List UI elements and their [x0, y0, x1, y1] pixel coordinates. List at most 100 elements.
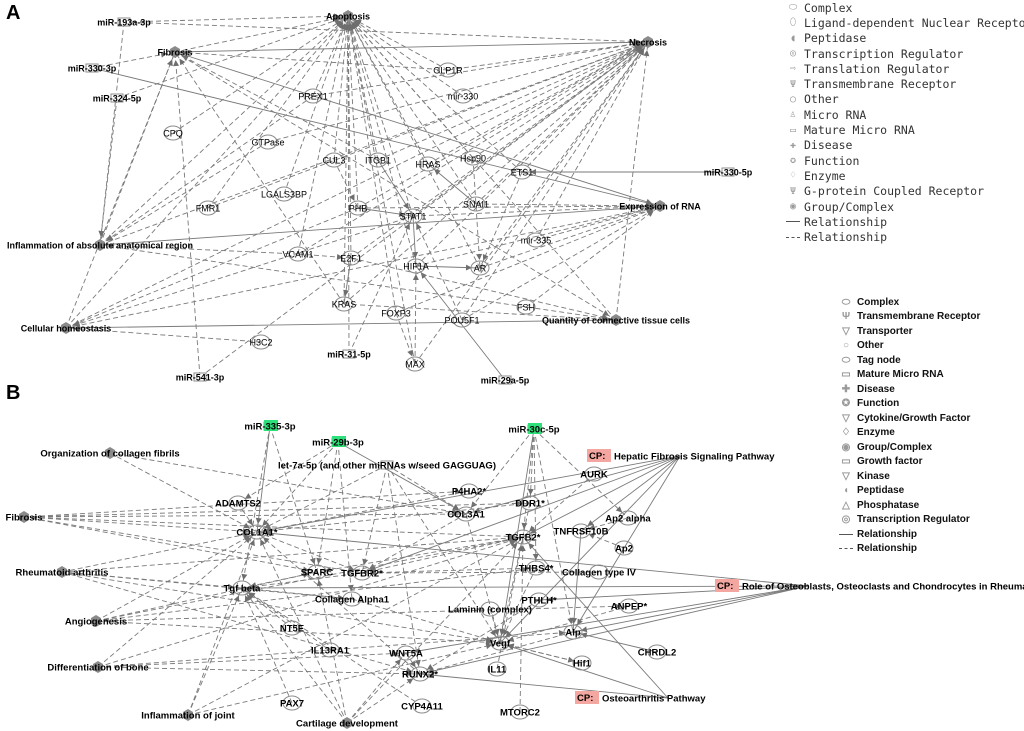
node-cyp4a11[interactable]: CYP4A11 — [401, 698, 444, 714]
node-il11[interactable]: IL11 — [487, 661, 507, 677]
node-ar[interactable]: AR — [470, 260, 490, 276]
relationship-edge — [572, 530, 582, 633]
node-ddr1[interactable]: DDR1* — [515, 495, 545, 511]
node-expression-rna[interactable]: Expression of RNA — [619, 200, 701, 212]
node-angiogenesis[interactable]: Angiogenesis — [65, 615, 127, 628]
legend-item: Relationship — [839, 527, 980, 542]
legend-item-label: Enzyme — [804, 168, 846, 183]
node-adamts2[interactable]: ADAMTS2 — [215, 495, 261, 511]
node-hif1a[interactable]: HIF1A — [403, 258, 429, 274]
node-pthlh[interactable]: PTHLH* — [521, 592, 557, 608]
node-chrdl2[interactable]: CHRDL2 — [638, 644, 677, 660]
node-fibrosis-b[interactable]: Fibrosis — [6, 511, 43, 524]
node-foxp3[interactable]: FOXP3 — [381, 305, 411, 321]
node-rheumatoid[interactable]: Rheumatoid arthritis — [16, 566, 109, 579]
node-nt5e[interactable]: NT5E — [280, 620, 304, 636]
node-mir541[interactable]: miR-541-3p — [176, 372, 225, 383]
node-collagen-alpha1[interactable]: Collagen Alpha1 — [315, 591, 390, 607]
node-cp-hepatic[interactable]: CP:Hepatic Fibrosis Signaling Pathway — [587, 449, 775, 463]
node-mir29b[interactable]: miR-29b-3p — [312, 436, 364, 449]
node-col3a1[interactable]: COL3A1 — [447, 506, 485, 522]
node-hras[interactable]: HRAS — [415, 156, 441, 172]
edge-arrowhead — [167, 59, 173, 67]
node-wnt5a[interactable]: WNT5A — [389, 645, 423, 661]
node-necrosis[interactable]: Necrosis — [629, 36, 667, 48]
node-inflammation[interactable]: Inflammation of absolute anatomical regi… — [7, 239, 193, 251]
edge-arrowhead — [347, 565, 355, 571]
node-aurk[interactable]: AURK — [580, 466, 608, 482]
node-hif1[interactable]: Hif1 — [572, 655, 592, 671]
node-ets1[interactable]: ETS1 — [511, 164, 534, 180]
edge-arrowhead — [394, 659, 401, 666]
node-col1a1[interactable]: COL1A1* — [236, 524, 278, 540]
node-mir335-3p[interactable]: miR-335-3p — [244, 420, 296, 433]
node-tgf-beta[interactable]: Tgf beta — [224, 580, 262, 596]
node-org-collagen[interactable]: Organization of collagen fibrils — [40, 447, 180, 460]
node-mir31[interactable]: miR-31-5p — [327, 349, 371, 360]
node-cp-oa[interactable]: CP:Osteoarthritis Pathway — [575, 691, 706, 705]
node-runx2[interactable]: RUNX2* — [402, 666, 438, 682]
edge-arrowhead — [347, 23, 354, 31]
node-max[interactable]: MAX — [405, 356, 425, 372]
node-vcam1[interactable]: VCAM1 — [282, 246, 314, 262]
node-h3c2[interactable]: H3C2 — [249, 334, 273, 350]
node-itgb1[interactable]: ITGB1 — [365, 152, 391, 168]
node-mir29a[interactable]: miR-29a-5p — [481, 375, 530, 386]
node-mir324[interactable]: miR-324-5p — [93, 93, 142, 104]
node-tgfb2[interactable]: TGFB2* — [506, 529, 541, 545]
node-mir330[interactable]: mir-330 — [448, 88, 479, 104]
node-label: PHB — [349, 204, 368, 214]
node-hsp90[interactable]: Hsp90 — [460, 150, 486, 166]
edge-arrowhead — [521, 566, 529, 573]
node-sparc[interactable]: SPARC — [301, 564, 334, 580]
node-cellular-homeostasis[interactable]: Cellular homeostasis — [21, 322, 112, 334]
node-snai1[interactable]: SNAI1 — [463, 196, 489, 212]
node-apoptosis[interactable]: Apoptosis — [326, 10, 370, 22]
node-mtorc2[interactable]: MTORC2 — [500, 704, 540, 720]
node-mir335[interactable]: mir-335 — [521, 232, 552, 248]
node-fibrosis[interactable]: Fibrosis — [157, 46, 193, 58]
node-mir330-5p[interactable]: miR-330-5p — [704, 167, 753, 178]
edge-arrowhead — [420, 272, 427, 279]
node-cartilage[interactable]: Cartilage development — [296, 717, 399, 730]
node-e2f1[interactable]: E2F1 — [340, 250, 362, 266]
node-tgfbr2[interactable]: TGFBR2* — [341, 565, 383, 581]
disease-icon: ✚ — [841, 383, 851, 395]
node-cul3[interactable]: CUL3 — [322, 152, 346, 168]
node-cpq[interactable]: CPQ — [163, 125, 183, 141]
node-fmr1[interactable]: FMR1 — [196, 200, 221, 216]
node-vegf[interactable]: Vegf — [490, 635, 511, 651]
node-mir30c[interactable]: miR-30c-5p — [508, 423, 560, 436]
node-p4ha2[interactable]: P4HA2* — [452, 483, 487, 499]
node-gtpase[interactable]: GTPase — [251, 134, 285, 150]
node-let7a[interactable]: let-7a-5p (and other miRNAs w/seed GAGGU… — [278, 460, 496, 472]
node-inflammation-joint[interactable]: Inflammation of joint — [141, 709, 236, 722]
node-pou5f1[interactable]: POU5F1 — [444, 312, 480, 328]
node-kras[interactable]: KRAS — [332, 296, 357, 312]
node-ap2[interactable]: Ap2 — [614, 540, 634, 556]
mirna-highlight — [528, 423, 542, 434]
node-anpep[interactable]: ANPEP* — [611, 598, 648, 614]
node-glp1r[interactable]: GLP1R — [433, 62, 463, 78]
node-diff-bone[interactable]: Differentiation of bone — [47, 661, 149, 674]
relationship-edge — [316, 536, 524, 573]
node-laminin[interactable]: Laminin (complex) — [448, 601, 532, 617]
node-stat1[interactable]: STAT1 — [400, 208, 427, 224]
node-lgals3bp[interactable]: LGALS3BP — [261, 186, 307, 202]
node-phb[interactable]: PHB — [348, 200, 368, 216]
node-cp-osteo[interactable]: CP:Role of Osteoblasts, Osteoclasts and … — [715, 579, 1024, 593]
node-label: HRAS — [415, 160, 440, 170]
node-pax7[interactable]: PAX7 — [280, 695, 304, 711]
node-alp[interactable]: Alp — [563, 624, 583, 640]
node-thbs4[interactable]: THBS4* — [519, 560, 554, 576]
node-ap2alpha[interactable]: Ap2 alpha — [605, 510, 651, 526]
node-il13ra1[interactable]: IL13RA1 — [311, 642, 350, 658]
node-tnfrsf10b[interactable]: TNFRSF10B — [554, 523, 609, 539]
node-fsh[interactable]: FSH — [516, 299, 536, 315]
node-mir330-3p[interactable]: miR-330-3p — [68, 63, 117, 74]
node-prex1[interactable]: PREX1 — [298, 88, 328, 104]
node-mir193a[interactable]: miR-193a-3p — [97, 17, 151, 28]
node-collagen-iv[interactable]: Collagen type IV — [562, 564, 637, 580]
edge-arrowhead — [362, 558, 369, 566]
node-quantity[interactable]: Quantity of connective tissue cells — [542, 314, 690, 326]
